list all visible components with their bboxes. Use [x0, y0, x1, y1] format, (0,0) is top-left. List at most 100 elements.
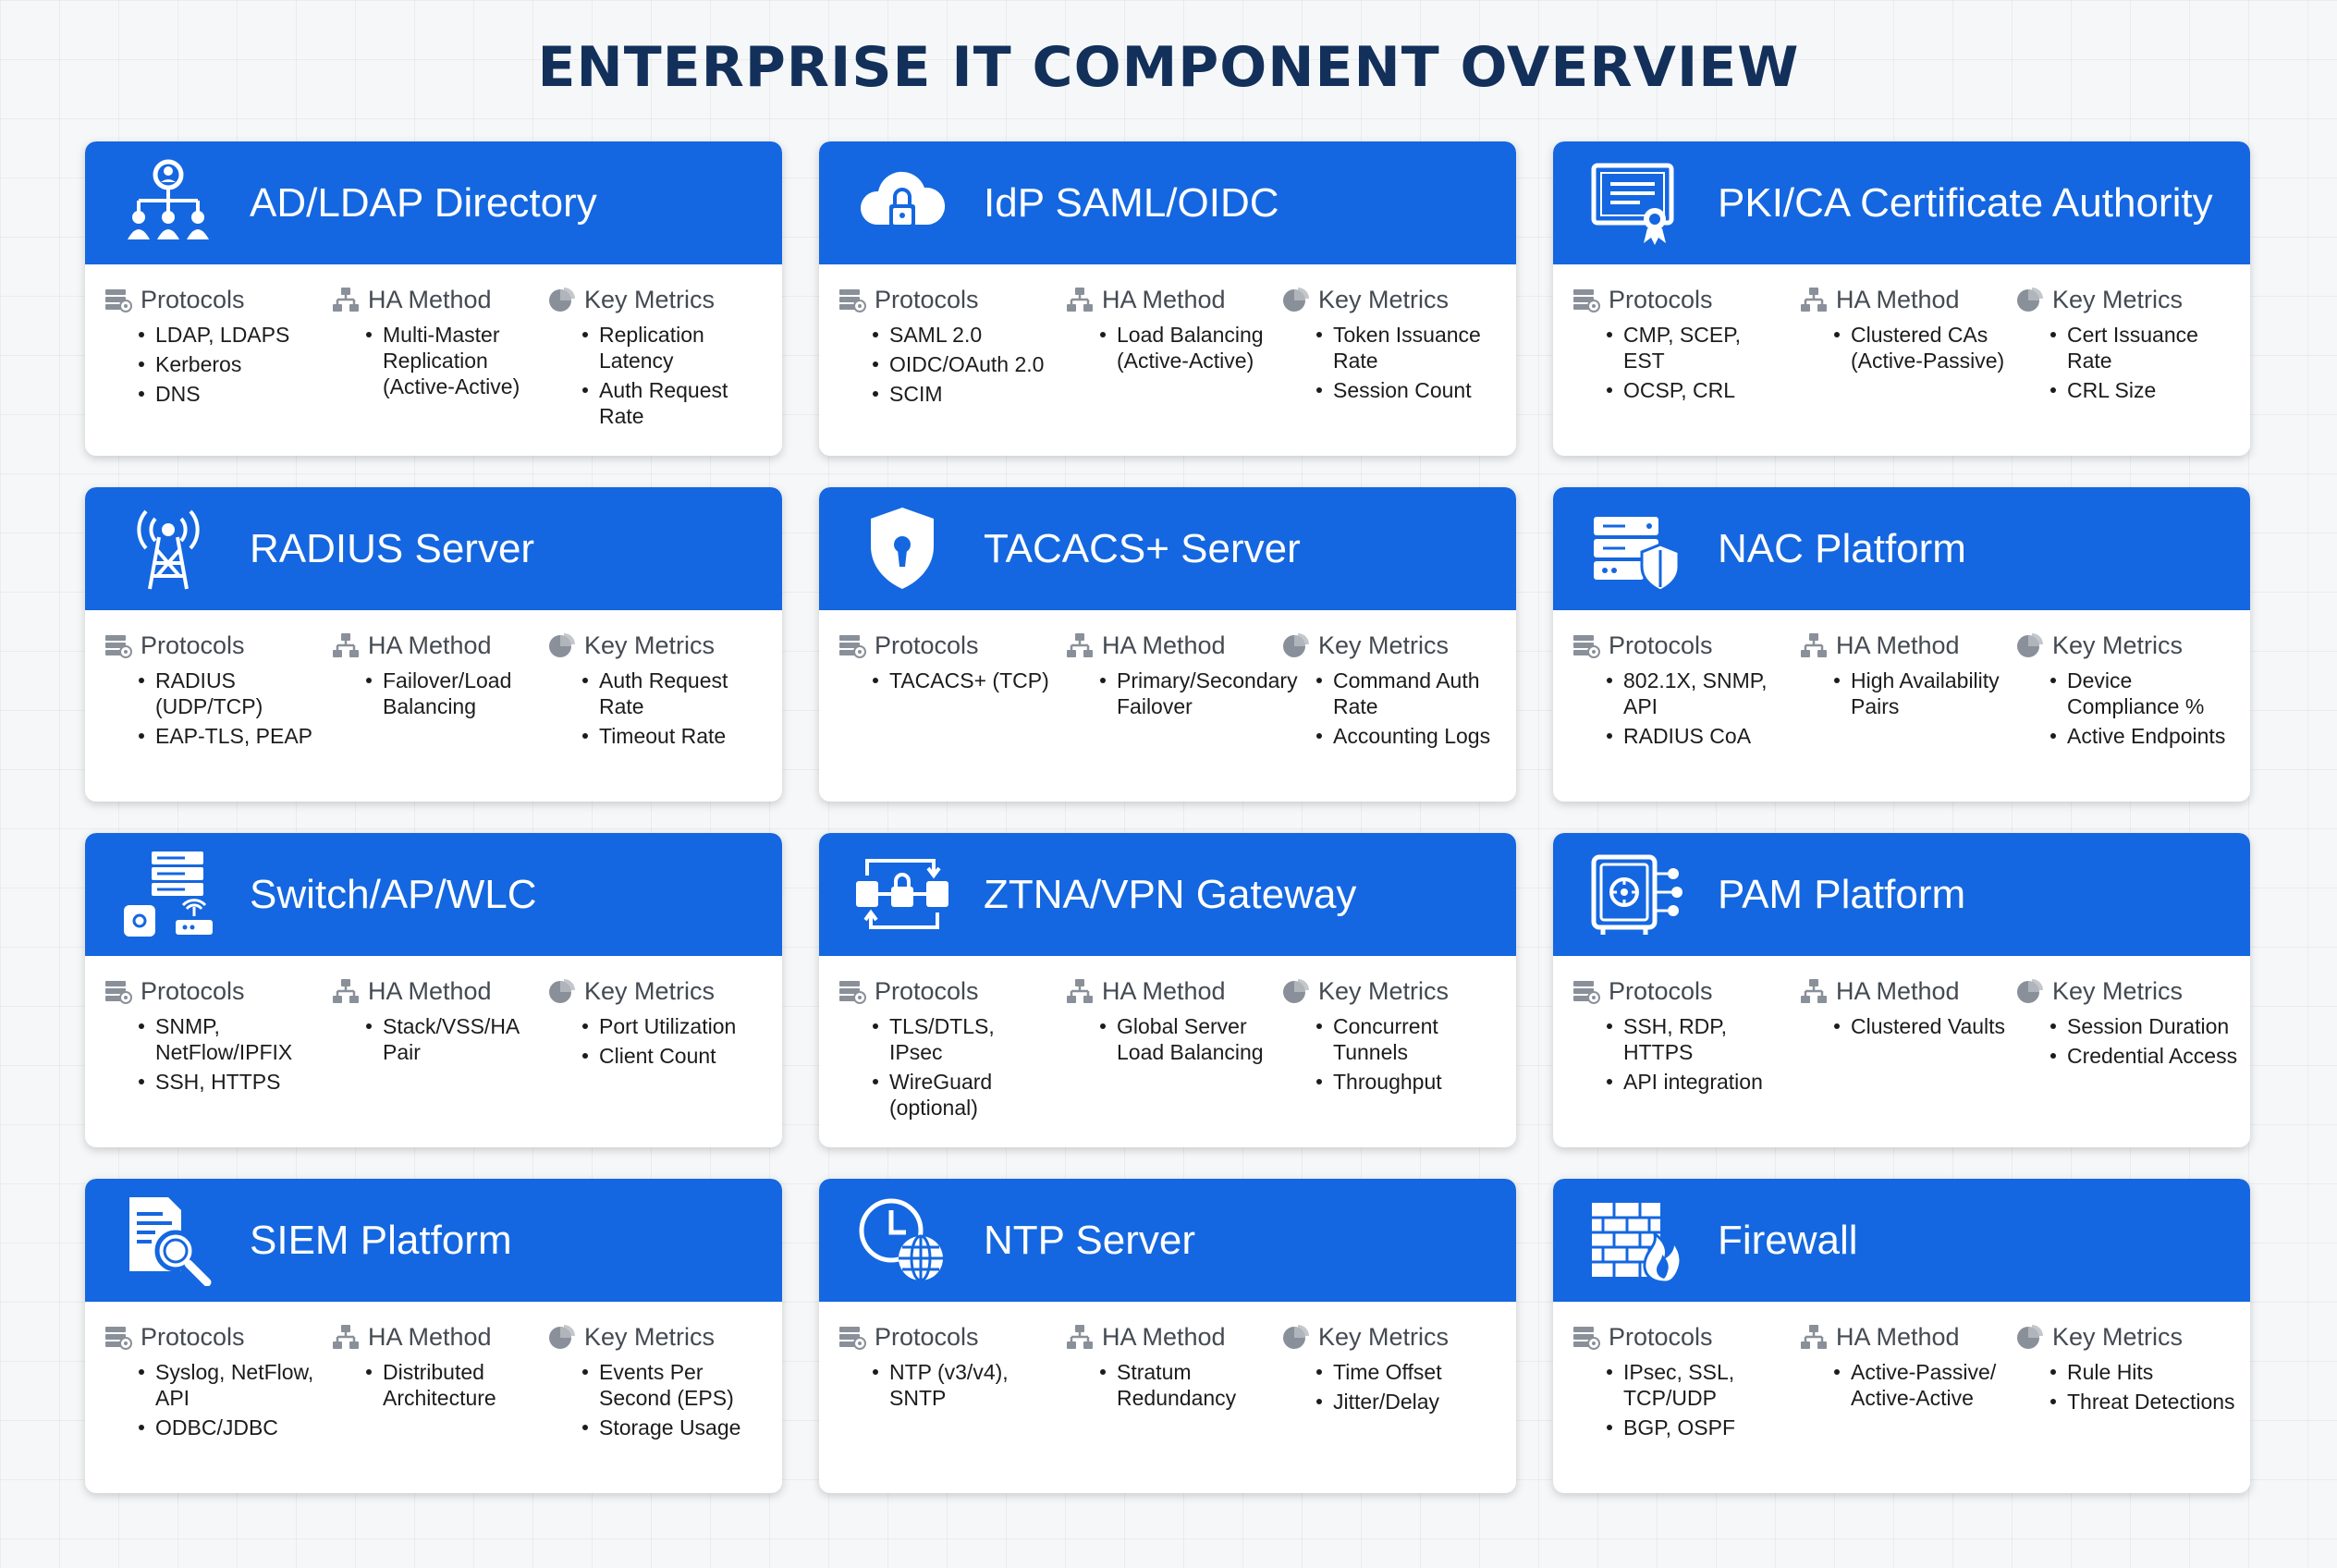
card-title: PKI/CA Certificate Authority [1718, 180, 2213, 226]
protocols-label: Protocols [1609, 285, 1713, 313]
protocols-item: Kerberos [139, 351, 318, 377]
ha-column: HA Method Stratum Redundancy [1065, 1320, 1272, 1415]
protocols-label: Protocols [875, 631, 979, 659]
card-title: AD/LDAP Directory [250, 180, 597, 226]
metrics-item: Timeout Rate [582, 723, 777, 749]
protocols-header: Protocols [838, 283, 1052, 316]
protocols-header: Protocols [104, 629, 318, 662]
protocols-list-icon [104, 977, 133, 1005]
metrics-label: Key Metrics [1318, 285, 1450, 313]
ha-column: HA Method Active-Passive/ Active-Active [1799, 1320, 2006, 1415]
hierarchy-icon [1065, 977, 1095, 1005]
card-title: Switch/AP/WLC [250, 872, 537, 917]
protocols-item: NTP (v3/v4), SNTP [873, 1359, 1052, 1411]
pie-chart-icon [547, 977, 577, 1005]
protocols-list-icon [104, 1323, 133, 1351]
ha-item: Clustered CAs (Active-Passive) [1834, 322, 2006, 374]
card-ztna-vpn-gateway: ZTNA/VPN Gateway Protocols TLS/DTLS, IPs… [819, 833, 1516, 1147]
hierarchy-icon [1799, 631, 1829, 659]
protocols-header: Protocols [1572, 974, 1786, 1008]
card-title: SIEM Platform [250, 1218, 512, 1263]
ha-column: HA Method Load Balancing (Active-Active) [1065, 283, 1272, 377]
hierarchy-icon [1065, 631, 1095, 659]
ha-column: HA Method Distributed Architecture [331, 1320, 538, 1415]
protocols-label: Protocols [141, 1322, 245, 1351]
protocols-item: Syslog, NetFlow, API [139, 1359, 318, 1411]
protocols-item: SCIM [873, 381, 1052, 407]
card-title: Firewall [1718, 1218, 1858, 1263]
card-body: Protocols RADIUS (UDP/TCP)EAP-TLS, PEAP … [85, 610, 782, 802]
ha-label: HA Method [368, 976, 492, 1005]
protocols-item: DNS [139, 381, 318, 407]
card-title: PAM Platform [1718, 872, 1966, 917]
ha-list: Active-Passive/ Active-Active [1799, 1359, 2006, 1411]
metrics-header: Key Metrics [547, 629, 777, 662]
pie-chart-icon [2015, 286, 2045, 313]
metrics-list: Device Compliance %Active Endpoints [2015, 668, 2245, 749]
protocols-item: WireGuard (optional) [873, 1069, 1052, 1121]
ha-header: HA Method [1799, 283, 2006, 316]
pie-chart-icon [547, 1323, 577, 1351]
ha-item: High Availability Pairs [1834, 668, 2006, 719]
metrics-header: Key Metrics [1281, 283, 1511, 316]
ha-item: Active-Passive/ Active-Active [1834, 1359, 2006, 1411]
ha-column: HA Method High Availability Pairs [1799, 629, 2006, 723]
metrics-label: Key Metrics [2052, 976, 2184, 1005]
protocols-label: Protocols [1609, 1322, 1713, 1351]
metrics-header: Key Metrics [1281, 629, 1511, 662]
card-radius-server: RADIUS Server Protocols RADIUS (UDP/TCP)… [85, 487, 782, 802]
metrics-item: Device Compliance % [2050, 668, 2245, 719]
pie-chart-icon [1281, 977, 1311, 1005]
metrics-header: Key Metrics [2015, 629, 2245, 662]
firewall-icon [1588, 1194, 1684, 1286]
ha-header: HA Method [1799, 974, 2006, 1008]
protocols-list-icon [104, 631, 133, 659]
protocols-item: TLS/DTLS, IPsec [873, 1013, 1052, 1065]
metrics-item: Auth Request Rate [582, 668, 777, 719]
ha-item: Load Balancing (Active-Active) [1100, 322, 1272, 374]
tunnel-lock-icon [854, 848, 950, 940]
protocols-label: Protocols [141, 285, 245, 313]
protocols-list-icon [1572, 286, 1601, 313]
metrics-item: Cert Issuance Rate [2050, 322, 2245, 374]
card-header: TACACS+ Server [819, 487, 1516, 610]
protocols-label: Protocols [141, 976, 245, 1005]
protocols-item: CMP, SCEP, EST [1607, 322, 1786, 374]
protocols-item: ODBC/JDBC [139, 1415, 318, 1440]
ha-item: Multi-Master Replication (Active-Active) [366, 322, 538, 399]
ha-list: Distributed Architecture [331, 1359, 538, 1411]
vault-icon [1588, 848, 1684, 940]
metrics-column: Key Metrics Device Compliance %Active En… [2015, 629, 2245, 753]
protocols-header: Protocols [838, 1320, 1052, 1354]
card-body: Protocols TACACS+ (TCP) HA Method Primar… [819, 610, 1516, 802]
metrics-item: Time Offset [1316, 1359, 1511, 1385]
hierarchy-icon [331, 286, 361, 313]
metrics-header: Key Metrics [2015, 974, 2245, 1008]
ha-header: HA Method [331, 1320, 538, 1354]
metrics-label: Key Metrics [584, 976, 716, 1005]
protocols-column: Protocols RADIUS (UDP/TCP)EAP-TLS, PEAP [104, 629, 318, 753]
hierarchy-icon [1799, 286, 1829, 313]
pie-chart-icon [2015, 1323, 2045, 1351]
protocols-item: EAP-TLS, PEAP [139, 723, 318, 749]
card-title: TACACS+ Server [984, 526, 1301, 571]
